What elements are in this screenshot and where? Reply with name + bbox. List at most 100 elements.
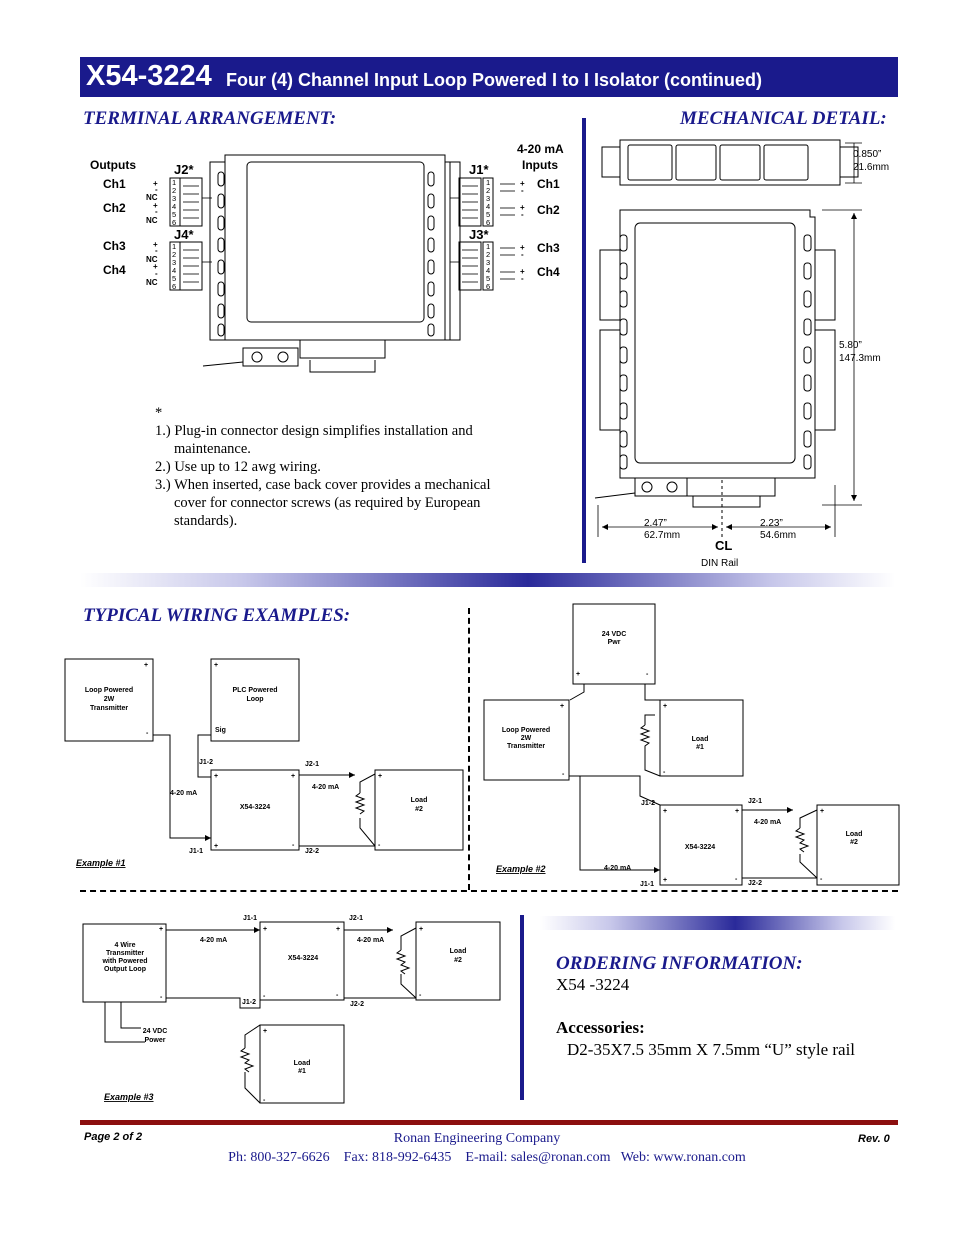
ex3-load2-line1: Load bbox=[450, 948, 467, 955]
ex2-load2-line1: Load bbox=[846, 831, 863, 838]
pin-num: 1 bbox=[172, 178, 176, 187]
ex3-power-line2: Power bbox=[144, 1037, 165, 1044]
pin-num: 5 bbox=[486, 210, 490, 219]
ex3-iso-plus-l: + bbox=[263, 926, 267, 933]
ex3-load2-line2: #2 bbox=[454, 957, 462, 964]
wiring-example-3: 4 Wire Transmitter with Powered Output L… bbox=[82, 915, 501, 1104]
j1-plus-2: + bbox=[520, 203, 525, 212]
note-1: 1.) Plug-in connector design simplifies … bbox=[155, 423, 473, 457]
footer-rule bbox=[80, 1120, 898, 1125]
ex3-transmitter-line1: 4 Wire bbox=[115, 942, 136, 949]
j4-nc-2: NC bbox=[146, 278, 158, 287]
ex3-load1-line1: Load bbox=[294, 1060, 311, 1067]
j1-minus-2: - bbox=[521, 210, 524, 219]
j2-minus-2: - bbox=[155, 207, 158, 216]
j2-nc-2: NC bbox=[146, 216, 158, 225]
ex2-transmitter-line3: Transmitter bbox=[507, 743, 545, 750]
pin-num: 2 bbox=[172, 250, 176, 259]
j4-minus-1: - bbox=[155, 246, 158, 255]
pin-num: 6 bbox=[172, 218, 176, 227]
j3-plus-2: + bbox=[520, 267, 525, 276]
ordering-heading: ORDERING INFORMATION: bbox=[556, 953, 803, 974]
ex2-load2-line2: #2 bbox=[850, 839, 858, 846]
ex2-load1-line1: Load bbox=[692, 736, 709, 743]
ex2-pwr-line1: 24 VDC bbox=[602, 631, 627, 638]
mechanical-detail-diagram: 0.850” 21.6mm 5.80” 147.3mm 2.47” 62.7mm… bbox=[594, 139, 889, 569]
ex3-j1-2: J1-2 bbox=[242, 999, 256, 1006]
ex3-iso-plus-r: + bbox=[336, 926, 340, 933]
ex2-j1-2: J1-2 bbox=[641, 800, 655, 807]
ex1-iso-minus-r: - bbox=[292, 842, 295, 849]
pin-num: 5 bbox=[172, 210, 176, 219]
dashed-divider-horizontal bbox=[80, 890, 898, 892]
pin-num: 3 bbox=[172, 258, 176, 267]
ex3-iso-minus-r: - bbox=[336, 992, 339, 999]
ex2-iso-minus-r: - bbox=[735, 876, 738, 883]
terminal-arrangement-heading: TERMINAL ARRANGEMENT: bbox=[83, 108, 337, 129]
connector-j3: J3* bbox=[469, 227, 489, 242]
ex3-transmitter-line4: Output Loop bbox=[104, 966, 146, 973]
ex1-load-plus: + bbox=[378, 773, 382, 780]
ex1-sig: Sig bbox=[215, 727, 226, 734]
left-width-in: 2.47” bbox=[644, 518, 667, 529]
ex2-transmitter-line2: 2W bbox=[521, 735, 532, 742]
pin-num: 1 bbox=[172, 242, 176, 251]
height-in: 5.80” bbox=[839, 340, 862, 351]
ex1-j1-2: J1-2 bbox=[199, 759, 213, 766]
j4-nc-1: NC bbox=[146, 255, 158, 264]
example-1-label: Example #1 bbox=[76, 858, 126, 868]
ex1-minus: - bbox=[146, 730, 149, 737]
out-ch2-label: Ch2 bbox=[103, 201, 126, 215]
ex2-pwr-line2: Pwr bbox=[608, 639, 621, 646]
page-title: Four (4) Channel Input Loop Powered I to… bbox=[226, 70, 762, 90]
ex1-transmitter-line3: Transmitter bbox=[90, 705, 128, 712]
depth-mm: 21.6mm bbox=[853, 162, 889, 173]
ex1-j2-1: J2-1 bbox=[305, 761, 319, 768]
terminal-arrangement-diagram: Outputs 4-20 mA Inputs J2* J4* J1* J3* C… bbox=[90, 142, 564, 373]
accessories-label: Accessories: bbox=[556, 1018, 645, 1037]
pin-num: 4 bbox=[172, 266, 176, 275]
inputs-label-2: Inputs bbox=[522, 158, 558, 172]
pin-num: 1 bbox=[486, 242, 490, 251]
mechanical-detail-heading: MECHANICAL DETAIL: bbox=[680, 108, 887, 129]
j3-minus-2: - bbox=[521, 274, 524, 283]
in-ch3-label: Ch3 bbox=[537, 241, 560, 255]
pin-num: 3 bbox=[486, 258, 490, 267]
pin-num: 5 bbox=[486, 274, 490, 283]
j1-minus-1: - bbox=[521, 186, 524, 195]
pin-num: 4 bbox=[486, 266, 490, 275]
ex2-current-left: 4-20 mA bbox=[604, 865, 631, 872]
pin-num: 4 bbox=[172, 202, 176, 211]
ex3-transmitter-line2: Transmitter bbox=[106, 950, 144, 957]
centerline-symbol: CL bbox=[715, 538, 732, 553]
depth-in: 0.850” bbox=[853, 149, 881, 160]
outputs-label: Outputs bbox=[90, 158, 136, 172]
connector-j2: J2* bbox=[174, 162, 194, 177]
ex1-plc-plus: + bbox=[214, 662, 218, 669]
ex3-isolator: X54-3224 bbox=[288, 955, 318, 962]
ex2-iso-plus-l: + bbox=[663, 808, 667, 815]
j3-plus-1: + bbox=[520, 243, 525, 252]
ex2-load1-line2: #1 bbox=[696, 744, 704, 751]
wiring-example-2: 24 VDC Pwr Loop Powered 2W Transmitter L… bbox=[483, 603, 900, 888]
dashed-divider-vertical bbox=[468, 608, 470, 890]
ex3-j1-1: J1-1 bbox=[243, 915, 257, 922]
title-banner: X54-3224 Four (4) Channel Input Loop Pow… bbox=[80, 57, 898, 97]
note-2: 2.) Use up to 12 awg wiring. bbox=[155, 459, 321, 475]
ex3-load1-minus: - bbox=[263, 1097, 266, 1104]
ex2-j2-1: J2-1 bbox=[748, 798, 762, 805]
page-number: Page 2 of 2 bbox=[84, 1131, 143, 1143]
ex2-tx-minus: - bbox=[562, 771, 565, 778]
in-ch4-label: Ch4 bbox=[537, 265, 560, 279]
ex2-pwr-plus: + bbox=[576, 671, 580, 678]
ex1-iso-plus-r: + bbox=[291, 773, 295, 780]
ex1-load-line2: #2 bbox=[415, 806, 423, 813]
part-number: X54 -3224 bbox=[556, 975, 630, 994]
ex3-power-line1: 24 VDC bbox=[143, 1028, 168, 1035]
ex2-j1-1: J1-1 bbox=[640, 881, 654, 888]
pin-num: 6 bbox=[486, 218, 490, 227]
connector-j1: J1* bbox=[469, 162, 489, 177]
ex2-load1-plus: + bbox=[663, 703, 667, 710]
ordering-divider bbox=[520, 915, 524, 1100]
j3-minus-1: - bbox=[521, 250, 524, 259]
